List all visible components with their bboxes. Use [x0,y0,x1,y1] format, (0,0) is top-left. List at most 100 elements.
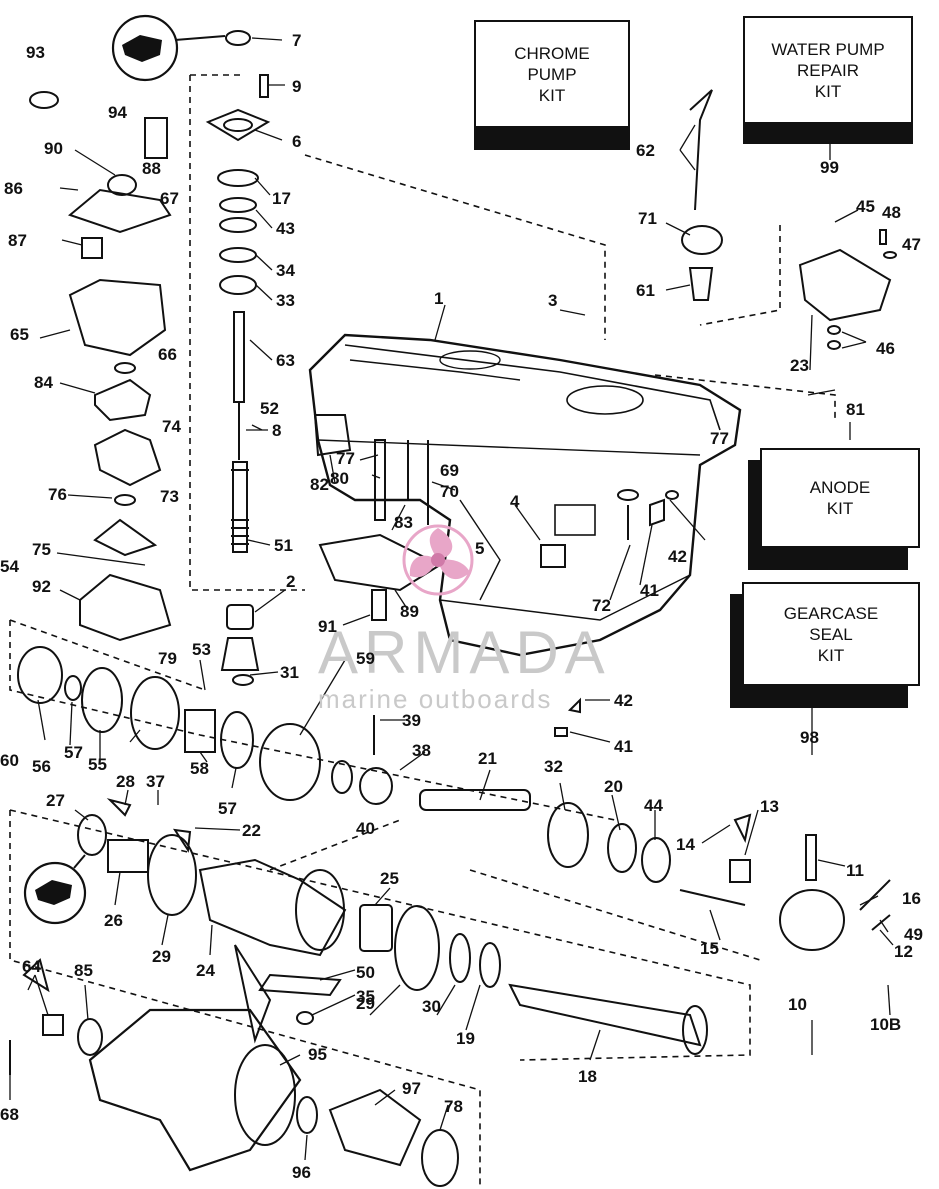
callout: 87 [8,231,27,250]
callout: 69 [440,461,459,480]
gear-train [17,646,891,951]
callout: 49 [904,925,923,944]
callout: 9 [292,77,302,96]
armada-logo-icon [402,524,474,596]
callout: 3 [548,291,558,310]
kit-number-98: 98 [800,728,819,747]
callout: 94 [108,103,127,122]
notice-icon-bottom [23,854,87,925]
kit-line: KIT [814,81,842,101]
kit-line: PUMP [527,64,577,84]
callout: 2 [286,572,296,591]
callout: 21 [478,749,497,768]
callout: 7 [292,31,302,50]
kit-number-99: 99 [820,158,839,177]
callout: 57 [218,799,237,818]
callout: 27 [46,791,65,810]
callout: 8 [272,421,282,440]
kit-line: REPAIR [796,60,860,80]
callout: 71 [638,209,657,228]
kit-line: WATER PUMP [771,39,885,59]
callout: 42 [668,547,687,566]
callout: 19 [456,1029,475,1048]
anode-kit-box: ANODE KIT [748,448,920,570]
callout: 60 [0,751,19,770]
callout: 96 [292,1163,311,1182]
callout: 35 [356,987,375,1006]
callout: 64 [22,957,41,976]
callout: 29 [152,947,171,966]
callout: 73 [160,487,179,506]
callout: 38 [412,741,431,760]
callout: 30 [422,997,441,1016]
callout: 10B [870,1015,902,1034]
callout: 15 [700,939,719,958]
right-small-parts [106,89,897,853]
callout: 66 [158,345,177,364]
callout: 43 [276,219,295,238]
callout: 80 [330,469,349,488]
callout: 77 [336,449,355,468]
callout: 91 [318,617,337,636]
callout: 23 [790,356,809,375]
callout: 84 [34,373,53,392]
callout: 22 [242,821,261,840]
callout: 13 [760,797,779,816]
callout: 58 [190,759,209,778]
callout: 59 [356,649,375,668]
callout: 86 [4,179,23,198]
callout: 4 [510,492,520,511]
callout: 40 [356,819,375,838]
callout: 63 [276,351,295,370]
callout: 68 [0,1105,19,1124]
callout: 50 [356,963,375,982]
kit-line: GEARCASE [783,603,879,623]
bearing-carrier [77,814,708,1055]
callout: 44 [644,796,663,815]
callout: 5 [475,539,485,558]
callout: 95 [308,1045,327,1064]
water-pump-repair-kit-box: WATER PUMP REPAIR KIT [733,16,913,144]
callout: 75 [32,540,51,559]
callout: 65 [10,325,29,344]
callout: 53 [192,640,211,659]
leader-lines [9,37,894,1161]
callout: 1 [434,289,444,308]
kit-line: KIT [538,85,566,105]
callout: 83 [394,513,413,532]
callout: 20 [604,777,623,796]
chrome-pump-kit-box: CHROME PUMP KIT [460,20,630,150]
callout: 28 [116,772,135,791]
kit-line: SEAL [809,624,853,644]
callout: 55 [88,755,107,774]
callout: 41 [614,737,633,756]
notice-icon-top [111,14,226,82]
callout: 61 [636,281,655,300]
callout: 85 [74,961,93,980]
callout: 45 [856,197,875,216]
callout: 25 [380,869,399,888]
kit-line: KIT [817,645,845,665]
gearcase-seal-kit-box: GEARCASE SEAL KIT [730,582,920,708]
callout: 56 [32,757,51,776]
callout: 67 [160,189,179,208]
callout: 76 [48,485,67,504]
callout: 93 [26,43,45,62]
callout: 39 [402,711,421,730]
callout: 89 [400,602,419,621]
callout: 82 [310,475,329,494]
callout: 6 [292,132,302,151]
callout: 48 [882,203,901,222]
callout: 70 [440,482,459,501]
driveshaft-stack [205,30,271,686]
callout: 29 [356,994,375,1013]
callout: 10 [788,995,807,1014]
callout: 77 [710,429,729,448]
callout: 31 [280,663,299,682]
callout: 51 [274,536,293,555]
watermark-brand: ARMADA [318,619,611,686]
callout: 16 [902,889,921,908]
callout: 74 [162,417,181,436]
callout: 47 [902,235,921,254]
